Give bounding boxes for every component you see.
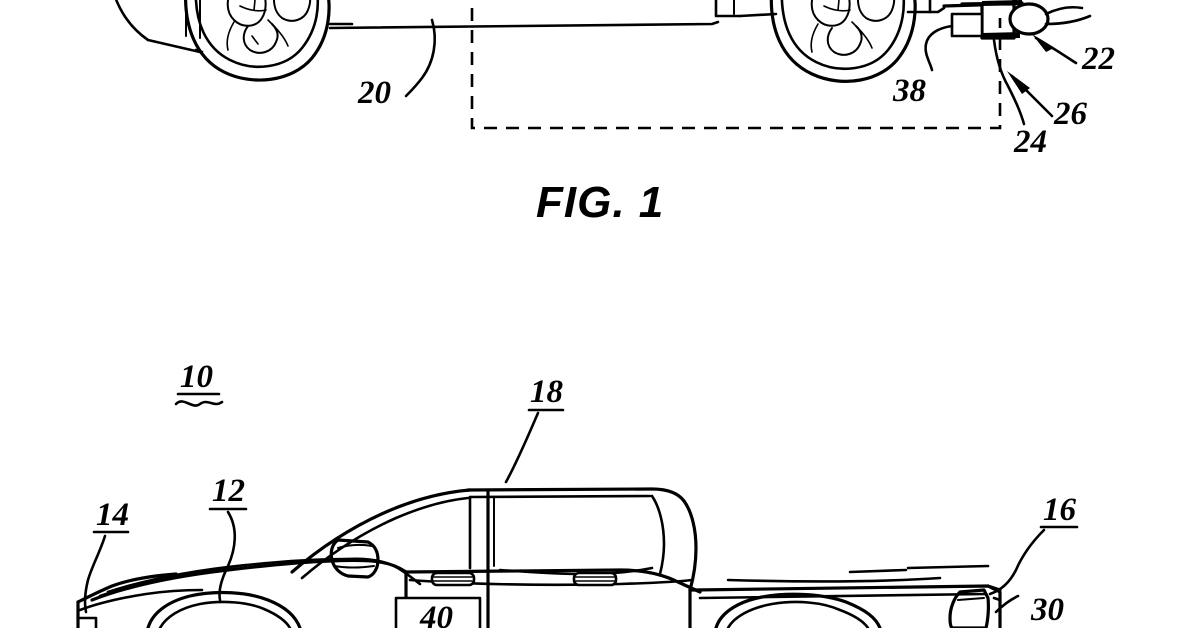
fig2-callout-12: 12 (208, 473, 248, 511)
fig2-module-40-box: 40 (394, 596, 482, 628)
ref-num-24: 24 (1013, 124, 1047, 160)
ref-num-38: 38 (892, 73, 926, 109)
fig2-roof (466, 487, 686, 503)
ref-num-18: 18 (530, 374, 563, 410)
fig2-leader-30 (994, 594, 1020, 614)
fig1-rocker-panel (328, 20, 720, 30)
fig2-front-nose (76, 572, 204, 628)
fig1-rear-wheel (769, 0, 917, 83)
ref-num-40: 40 (419, 600, 453, 628)
ref-num-16: 16 (1043, 492, 1077, 528)
fig2-door-handle-front (430, 571, 476, 587)
fig2-tailgate (986, 584, 1002, 602)
figure-1-caption: FIG. 1 (536, 178, 664, 227)
fig2-door-handle-rear (572, 571, 618, 587)
fig2-hood (90, 557, 422, 602)
fig2-leader-12 (218, 510, 237, 602)
fig1-hitch-assembly (950, 0, 1092, 40)
ref-num-22: 22 (1081, 41, 1115, 77)
fig1-leader-24 (992, 38, 1026, 126)
fig1-dashed-boundary (470, 0, 1002, 130)
fig2-leader-18 (504, 411, 540, 484)
fig2-callout-18: 18 (527, 374, 565, 412)
fig2-rear-wheel-arch (714, 592, 882, 628)
fig2-callout-14: 14 (92, 497, 130, 534)
ref-num-26: 26 (1053, 96, 1088, 132)
fig2-leader-16 (988, 528, 1046, 596)
fig2-side-mirror (329, 538, 380, 579)
fig1-leader-20 (404, 18, 436, 98)
fig2-callout-16: 16 (1039, 492, 1079, 529)
fig2-windshield (290, 488, 472, 580)
fig1-front-wheel (184, 0, 331, 82)
figure-1-group: 20 38 22 26 24 FIG. 1 (114, 0, 1115, 227)
fig1-arrow-22 (1032, 34, 1078, 65)
figure-2-group: 10 18 12 (76, 359, 1079, 628)
ref-num-14: 14 (96, 497, 129, 533)
fig2-leader-14 (83, 534, 107, 614)
fig1-rear-body (714, 0, 778, 18)
fig2-callout-10: 10 (174, 359, 224, 407)
fig2-taillight (948, 588, 990, 628)
ref-num-10: 10 (180, 359, 213, 395)
fig1-harness-38 (924, 24, 954, 72)
fig1-arrow-26 (1007, 71, 1054, 118)
ref-num-12: 12 (212, 473, 245, 509)
ref-num-20: 20 (357, 75, 391, 111)
ref-num-30: 30 (1030, 592, 1064, 628)
fig2-front-wheel-arch (146, 590, 302, 628)
